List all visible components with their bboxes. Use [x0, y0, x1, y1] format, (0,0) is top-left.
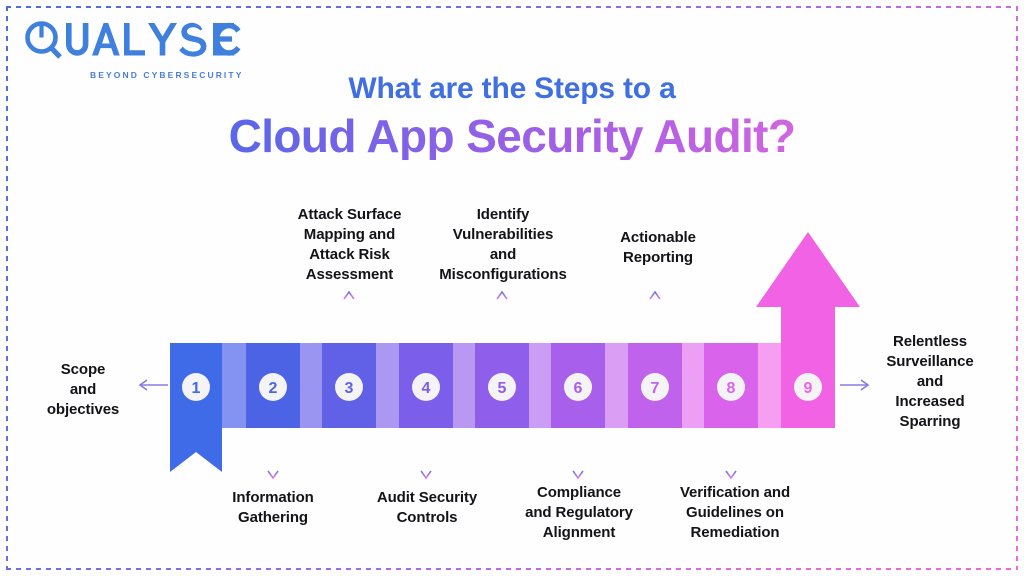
step-block-3[interactable]: 3: [322, 343, 376, 428]
step-label-2: Information Gathering: [232, 489, 314, 526]
step-block-6[interactable]: 6: [551, 343, 605, 428]
step-label-9: Relentless Surveillance and Increased Sp…: [886, 333, 974, 430]
step-block-8[interactable]: 8: [704, 343, 758, 428]
step-7-badge: [641, 373, 669, 401]
step-1-number: 1: [192, 380, 201, 397]
arrow-down-step6: [572, 432, 584, 480]
step-6-badge: [564, 373, 592, 401]
step-6-number: 6: [574, 380, 583, 397]
logo-wordmark-icon: [25, 21, 241, 59]
step-label-4: Audit Security Controls: [376, 489, 478, 526]
page-title: Cloud App Security Audit?: [0, 112, 1024, 161]
step-3-number: 3: [345, 380, 354, 397]
arrow-up-step5: [496, 290, 508, 340]
step-9-up-arrow-shape: [756, 232, 860, 428]
step-2-number: 2: [269, 380, 278, 397]
step-5-badge: [488, 373, 516, 401]
step-label-7: Actionable Reporting: [620, 229, 696, 266]
step-4-number: 4: [422, 380, 431, 397]
step-block-4[interactable]: 4: [399, 343, 453, 428]
step-3-badge: [335, 373, 363, 401]
step-block-5[interactable]: 5: [475, 343, 529, 428]
step-block-7[interactable]: 7: [628, 343, 682, 428]
dashed-gradient-frame: [6, 6, 1018, 570]
arrow-up-step3: [343, 290, 355, 340]
qualysec-logo: BEYOND CYBERSECURITY: [20, 20, 255, 80]
step-label-8: Verification and Guidelines on Remediati…: [679, 484, 791, 541]
arrow-down-step2: [267, 432, 279, 480]
step-label-6: Compliance and Regulatory Alignment: [525, 484, 633, 541]
arrow-up-step7: [649, 290, 661, 340]
step-1-badge: [182, 373, 210, 401]
step-2-badge: [259, 373, 287, 401]
step-block-1[interactable]: 1: [170, 343, 222, 472]
arrow-down-step4: [420, 432, 432, 480]
arrow-left-step1: [138, 379, 168, 391]
step-label-5: Identify Vulnerabilities and Misconfigur…: [439, 206, 567, 283]
step-block-9[interactable]: 9: [756, 232, 860, 428]
logo-tagline: BEYOND CYBERSECURITY: [90, 70, 244, 80]
step-4-badge: [412, 373, 440, 401]
subtitle-line: What are the Steps to a: [348, 72, 676, 105]
step-label-3: Attack Surface Mapping and Attack Risk A…: [297, 206, 402, 283]
step-8-number: 8: [727, 380, 736, 397]
arrow-right-step9: [840, 379, 870, 391]
step-label-1: Scope and objectives: [46, 361, 120, 418]
step-9-badge: [794, 373, 822, 401]
step-block-2[interactable]: 2: [246, 343, 300, 428]
arrow-down-step8: [725, 432, 737, 480]
step-7-number: 7: [651, 380, 660, 397]
step-9-number: 9: [804, 380, 813, 397]
step-8-badge: [717, 373, 745, 401]
step-5-number: 5: [498, 380, 507, 397]
step-1-ribbon-shape: [170, 343, 222, 472]
